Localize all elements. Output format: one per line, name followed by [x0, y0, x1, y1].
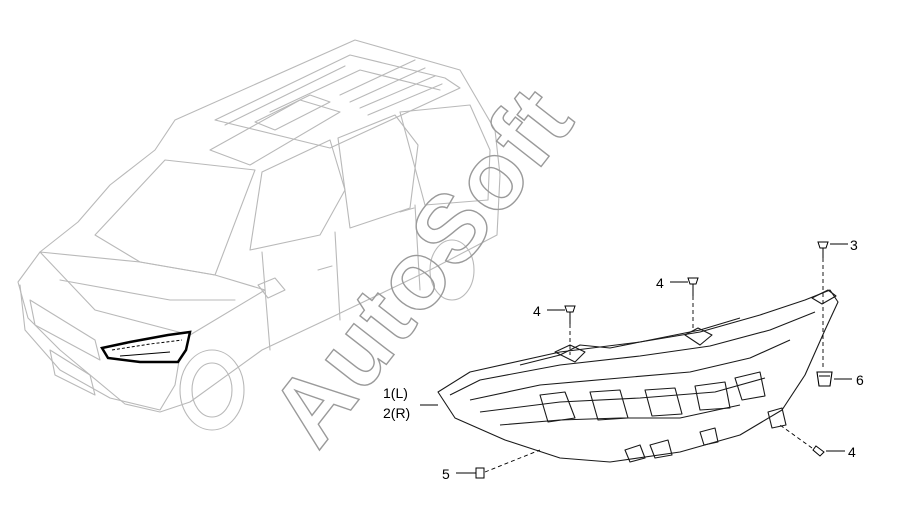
bolt-4-left-icon [564, 305, 576, 324]
callout-4-left: 4 [533, 303, 541, 319]
headlamp-assembly [437, 289, 839, 463]
screw-3-icon [817, 241, 829, 258]
leader-lines [420, 243, 852, 474]
assembly-lines [484, 258, 824, 473]
callout-5: 5 [442, 466, 450, 482]
callout-4-right: 4 [848, 444, 856, 460]
callout-3: 3 [850, 237, 858, 253]
vehicle-headlamp-highlight [100, 330, 192, 364]
bolt-4-right-icon [812, 445, 825, 457]
callout-labels: 3 4 4 4 5 6 1(L) 2(R) [383, 237, 864, 482]
vehicle-illustration [17, 39, 501, 431]
bolt-4-middle-icon [687, 277, 699, 296]
callout-2-right: 2(R) [383, 405, 410, 421]
screw-5-icon [475, 467, 485, 479]
clip-6-icon [816, 371, 833, 387]
callout-4-middle: 4 [656, 275, 664, 291]
callout-6: 6 [856, 372, 864, 388]
callout-1-left: 1(L) [383, 385, 408, 401]
